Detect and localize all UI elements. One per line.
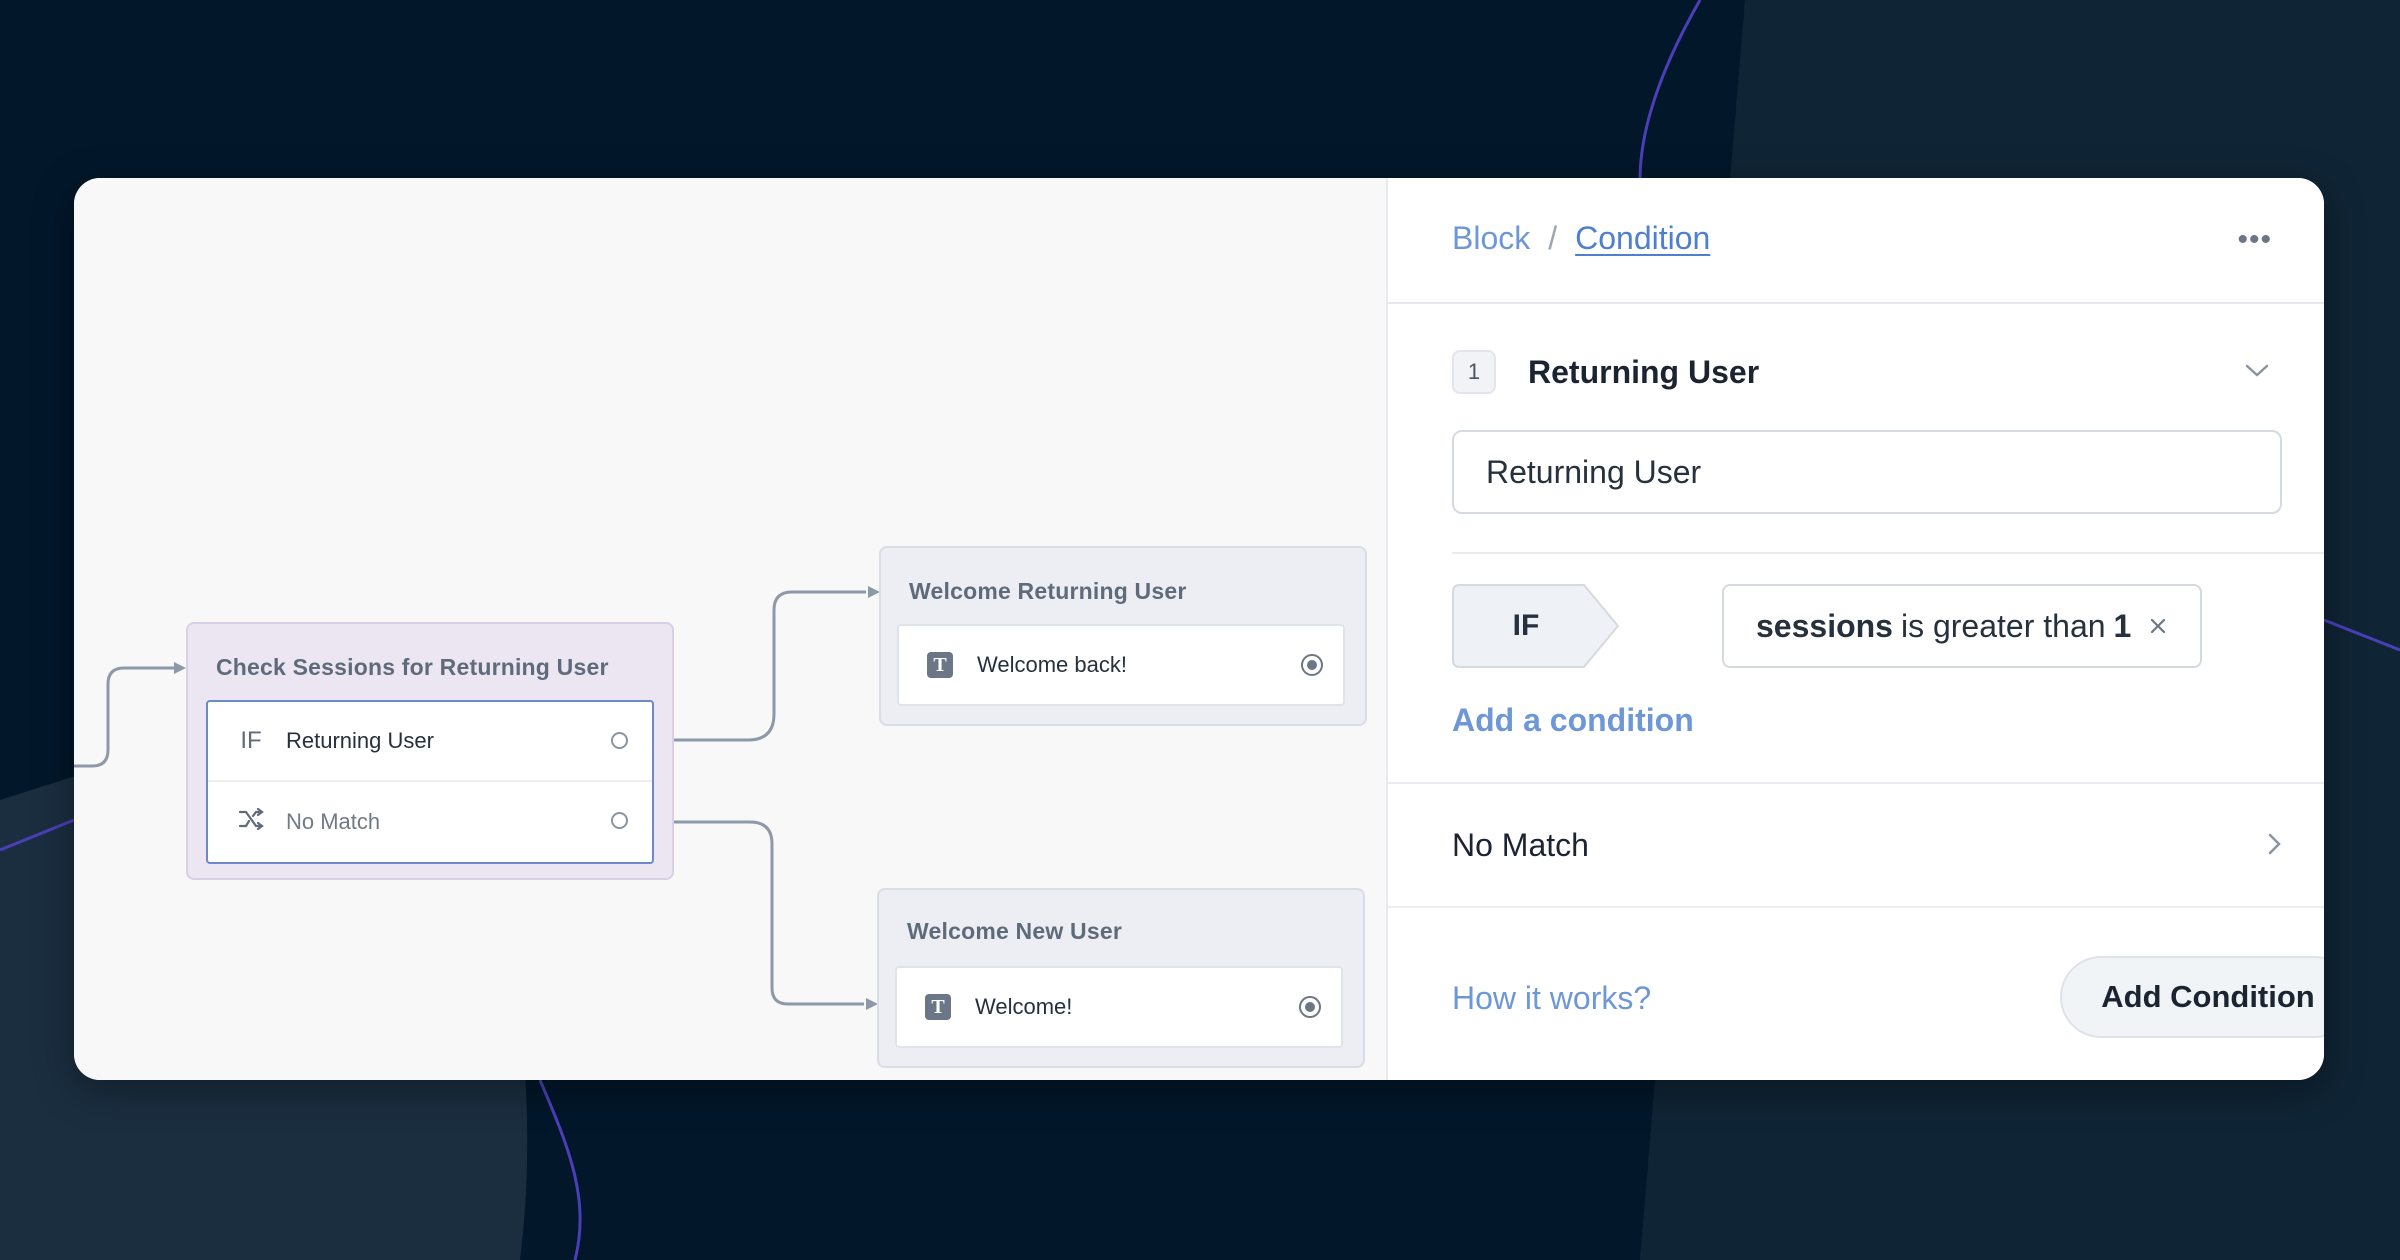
breadcrumb: Block / Condition xyxy=(1452,220,1710,257)
no-match-row[interactable]: No Match xyxy=(1452,784,2288,906)
divider xyxy=(1388,782,2324,784)
rule-value: 1 xyxy=(2113,607,2132,644)
message-block-title: Welcome Returning User xyxy=(909,578,1187,604)
path-no-match[interactable]: No Match xyxy=(208,782,652,862)
add-condition-button[interactable]: Add Condition xyxy=(2060,956,2324,1038)
condition-section-header[interactable]: 1 Returning User xyxy=(1452,346,2272,398)
message-block-title: Welcome New User xyxy=(907,918,1122,944)
output-port[interactable] xyxy=(1299,996,1321,1018)
close-icon[interactable] xyxy=(2146,614,2170,638)
connection-lines xyxy=(74,586,880,1010)
how-it-works-link[interactable]: How it works? xyxy=(1452,980,1652,1016)
condition-index-badge: 1 xyxy=(1452,350,1496,394)
chevron-right-icon xyxy=(2268,833,2281,855)
condition-block[interactable]: Check Sessions for Returning User IF Ret… xyxy=(186,622,674,880)
message-step[interactable]: T Welcome back! xyxy=(897,624,1345,706)
message-step[interactable]: T Welcome! xyxy=(895,966,1343,1048)
editor-card: Check Sessions for Returning User IF Ret… xyxy=(74,178,2324,1080)
text-icon: T xyxy=(925,994,951,1020)
text-icon: T xyxy=(927,652,953,678)
no-match-label: No Match xyxy=(1452,826,1589,863)
condition-rule[interactable]: sessions is greater than 1 xyxy=(1722,584,2202,668)
breadcrumb-separator: / xyxy=(1548,220,1558,256)
path-label: No Match xyxy=(286,809,381,834)
divider xyxy=(1452,552,2324,554)
rule-operator: is greater than xyxy=(1900,607,2106,644)
message-block-returning[interactable]: Welcome Returning User T Welcome back! xyxy=(879,546,1367,726)
message-text: Welcome! xyxy=(975,994,1073,1019)
condition-block-title: Check Sessions for Returning User xyxy=(216,654,609,680)
rule-variable: sessions xyxy=(1756,607,1893,644)
path-returning-user[interactable]: IF Returning User xyxy=(208,702,652,782)
path-label: Returning User xyxy=(286,728,434,753)
breadcrumb-parent[interactable]: Block xyxy=(1452,220,1531,256)
condition-name-input[interactable] xyxy=(1452,430,2282,514)
panel-header: Block / Condition ••• xyxy=(1388,178,2324,304)
shuffle-icon xyxy=(236,807,266,837)
condition-paths: IF Returning User No Match xyxy=(206,700,654,864)
chevron-down-icon[interactable] xyxy=(2242,356,2272,386)
breadcrumb-current[interactable]: Condition xyxy=(1575,220,1711,256)
output-port[interactable] xyxy=(611,732,628,749)
if-label: IF xyxy=(1512,609,1540,642)
add-a-condition-link[interactable]: Add a condition xyxy=(1452,702,1694,738)
output-port[interactable] xyxy=(611,812,628,829)
connection-returning-user xyxy=(652,590,866,742)
if-icon: IF xyxy=(240,727,262,754)
incoming-connection xyxy=(74,666,174,768)
flow-canvas[interactable]: Check Sessions for Returning User IF Ret… xyxy=(74,178,1388,1080)
condition-editor-panel: Block / Condition ••• 1 Returning User I… xyxy=(1388,178,2324,1080)
connection-no-match xyxy=(652,820,864,1006)
condition-title: Returning User xyxy=(1528,353,1760,390)
divider xyxy=(1388,906,2324,908)
message-text: Welcome back! xyxy=(977,652,1127,677)
more-options-icon[interactable]: ••• xyxy=(2237,223,2272,256)
output-port[interactable] xyxy=(1301,654,1323,676)
if-operator-tag: IF xyxy=(1452,584,1620,668)
message-block-new[interactable]: Welcome New User T Welcome! xyxy=(877,888,1365,1068)
